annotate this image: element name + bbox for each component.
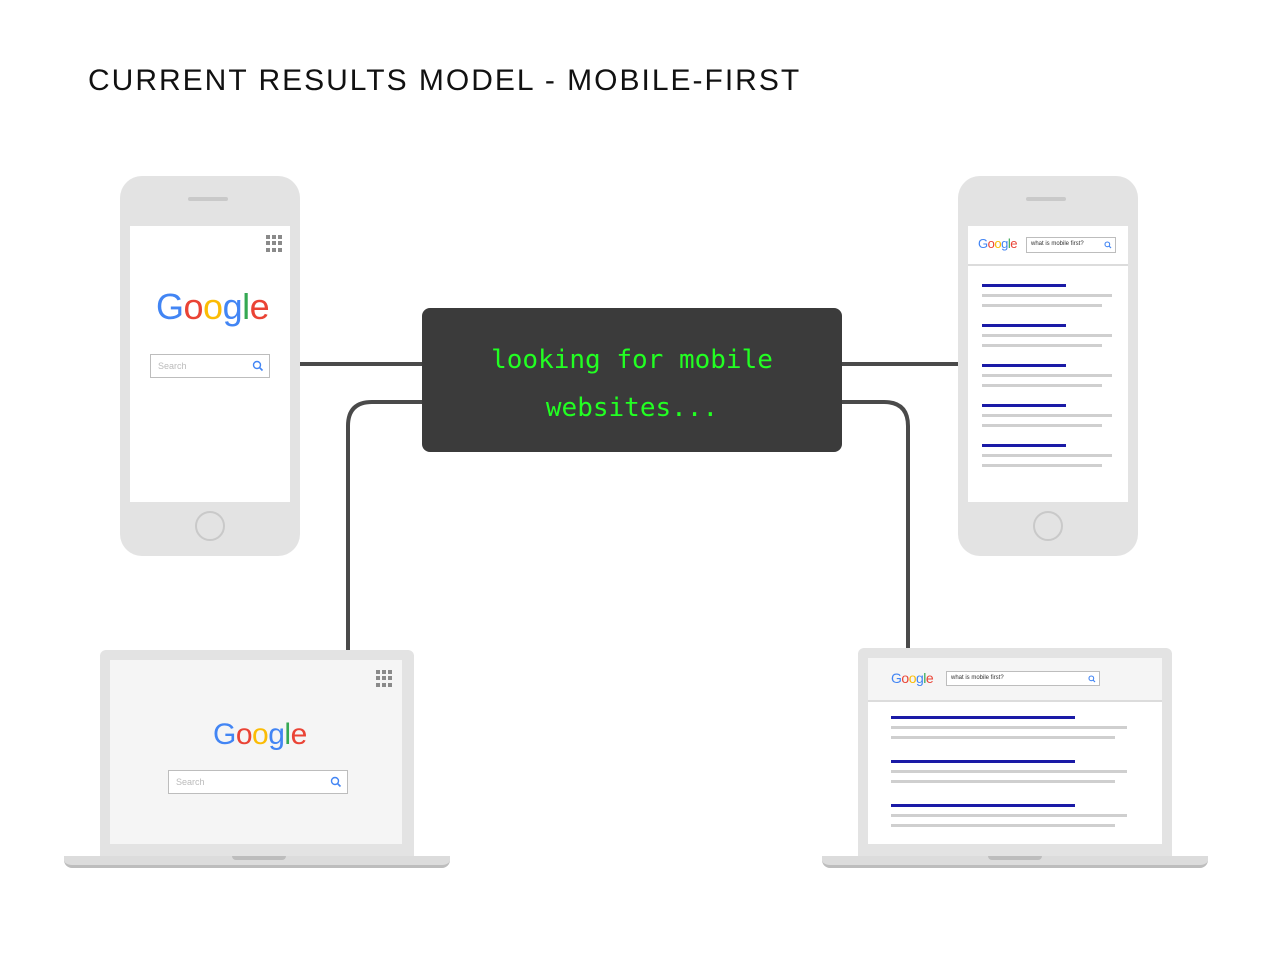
result-snippet-line [982,344,1102,347]
home-button [1033,511,1063,541]
status-terminal: looking for mobile websites... [422,308,842,452]
result-snippet-line [982,334,1112,337]
search-placeholder: Search [176,777,205,787]
diagram-title: CURRENT RESULTS MODEL - MOBILE-FIRST [88,64,802,97]
laptop-base [822,856,1208,868]
search-icon[interactable] [1104,241,1112,249]
home-button [195,511,225,541]
phone-screen: Google Search [130,226,290,502]
search-icon[interactable] [1088,675,1096,683]
result-title-link[interactable] [982,364,1066,367]
search-input[interactable]: what is mobile first? [1026,237,1116,253]
search-query: what is mobile first? [951,675,1004,681]
google-logo: Google [891,670,934,686]
result-title-link[interactable] [982,284,1066,287]
result-snippet-line [982,384,1102,387]
header-divider [868,700,1162,702]
laptop-notch [232,856,286,860]
left-laptop: Google Search [64,650,450,870]
status-message: looking for mobile websites... [491,345,773,423]
search-query: what is mobile first? [1031,241,1084,247]
phone-speaker [188,197,228,201]
apps-grid-icon[interactable] [376,670,393,687]
result-title-link[interactable] [982,324,1066,327]
laptop-lid: Google Search [100,650,414,856]
result-snippet-line [891,780,1115,783]
result-title-link[interactable] [891,804,1075,807]
search-icon[interactable] [252,360,264,372]
google-logo: Google [213,718,307,751]
phone-screen: Google what is mobile first? [968,226,1128,502]
result-snippet-line [982,424,1102,427]
phone-speaker [1026,197,1066,201]
result-snippet-line [982,304,1102,307]
result-snippet-line [891,770,1127,773]
search-icon[interactable] [330,776,342,788]
search-placeholder: Search [158,361,187,371]
search-input[interactable]: Search [168,770,348,794]
result-snippet-line [891,814,1127,817]
result-snippet-line [982,414,1112,417]
result-title-link[interactable] [891,760,1075,763]
result-snippet-line [982,374,1112,377]
right-phone: Google what is mobile first? [958,176,1138,556]
connector-left-laptop [346,400,422,650]
result-snippet-line [982,464,1102,467]
left-phone: Google Search [120,176,300,556]
result-snippet-line [891,824,1115,827]
laptop-notch [988,856,1042,860]
google-logo: Google [978,236,1017,251]
right-laptop: Google what is mobile first? [822,648,1208,870]
result-snippet-line [891,736,1115,739]
search-input[interactable]: what is mobile first? [946,671,1100,686]
google-logo: Google [156,286,270,327]
laptop-screen: Google Search [110,660,402,844]
connector-right-laptop [842,400,910,650]
result-title-link[interactable] [982,444,1066,447]
result-title-link[interactable] [982,404,1066,407]
apps-grid-icon[interactable] [266,235,283,252]
result-snippet-line [891,726,1127,729]
search-input[interactable]: Search [150,354,270,378]
result-title-link[interactable] [891,716,1075,719]
laptop-lid: Google what is mobile first? [858,648,1172,856]
laptop-screen: Google what is mobile first? [868,658,1162,844]
result-snippet-line [982,454,1112,457]
result-snippet-line [982,294,1112,297]
header-divider [968,264,1128,266]
laptop-base [64,856,450,868]
